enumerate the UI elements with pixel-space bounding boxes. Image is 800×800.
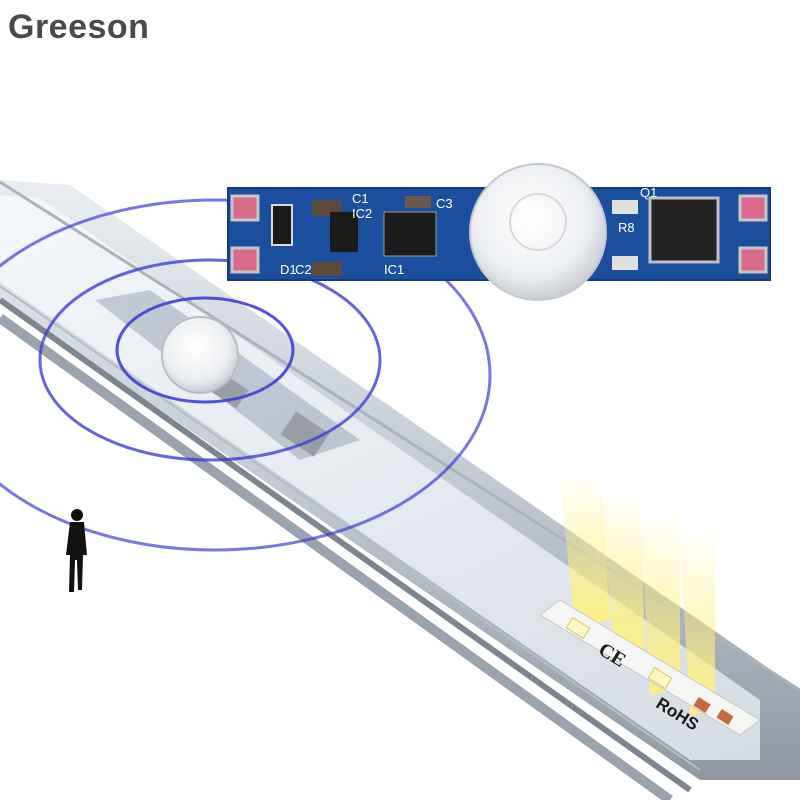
pcb-label-q1: Q1 — [640, 185, 657, 200]
pcb-label-c1: C1 — [352, 191, 369, 206]
ic1-chip — [383, 211, 437, 257]
pcb-label-r8: R8 — [618, 220, 635, 235]
pcb-label-d1: D1 — [280, 262, 297, 277]
detection-waves — [0, 198, 492, 552]
pcb-label-ic2: IC2 — [352, 206, 372, 221]
brand-logo-text: Greeson — [8, 8, 150, 46]
solder-pad — [738, 194, 768, 222]
pir-lens-dome — [469, 163, 607, 301]
solder-pad — [230, 194, 260, 222]
light-beams — [560, 470, 715, 715]
q1-transistor — [648, 196, 720, 264]
person-silhouette — [66, 509, 87, 592]
embedded-pir-dome — [161, 316, 239, 394]
solder-pad — [738, 246, 768, 274]
pcb-label-c3: C3 — [436, 196, 453, 211]
solder-pad — [230, 246, 260, 274]
pcb-label-c2: C2 — [295, 262, 312, 277]
pir-sensor-board: C1 IC2 C3 Q1 D1 C2 IC1 R8 — [227, 163, 771, 301]
pcb-label-ic1: IC1 — [384, 262, 404, 277]
